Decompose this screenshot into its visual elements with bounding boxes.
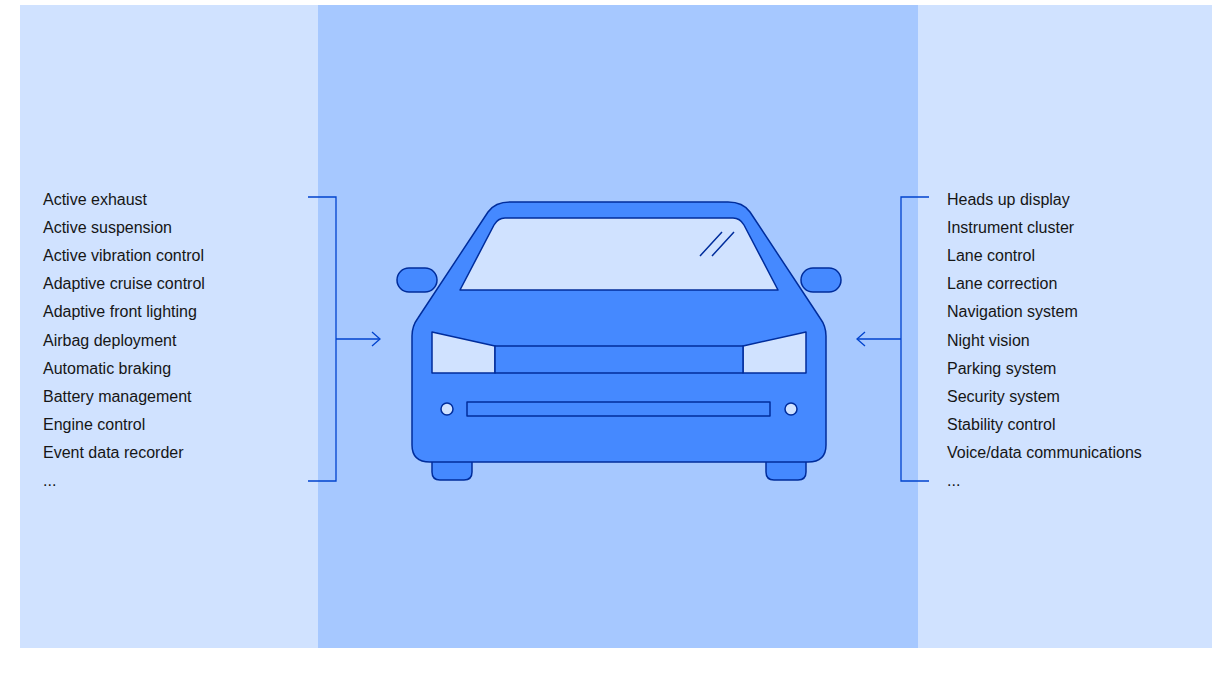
feature-label: Lane correction xyxy=(947,274,1057,294)
feature-label: Security system xyxy=(947,387,1060,407)
feature-label: Battery management xyxy=(43,387,192,407)
bracket-line xyxy=(901,197,929,481)
windshield xyxy=(460,218,778,290)
left-bracket xyxy=(308,197,380,481)
feature-label: Lane control xyxy=(947,246,1035,266)
feature-label: Event data recorder xyxy=(43,443,184,463)
feature-label: Parking system xyxy=(947,359,1056,379)
arrow-line xyxy=(857,338,901,339)
feature-label: Voice/data communications xyxy=(947,443,1142,463)
feature-label: Night vision xyxy=(947,331,1030,351)
car-body xyxy=(412,202,826,462)
feature-label: Adaptive front lighting xyxy=(43,302,197,322)
right-bracket xyxy=(857,197,929,481)
arrow-line xyxy=(336,338,380,339)
bracket-line xyxy=(308,197,336,481)
arrow-head xyxy=(372,332,380,346)
feature-label: Stability control xyxy=(947,415,1056,435)
feature-label: Automatic braking xyxy=(43,359,171,379)
glare xyxy=(700,232,734,256)
car xyxy=(397,202,841,480)
headlight xyxy=(743,332,806,373)
feature-label: Active suspension xyxy=(43,218,172,238)
left-panel xyxy=(20,5,318,648)
fog-light xyxy=(441,403,453,415)
mirror xyxy=(801,268,841,292)
mirror xyxy=(397,268,437,292)
feature-label: Active vibration control xyxy=(43,246,204,266)
center-panel xyxy=(318,5,918,648)
grille xyxy=(495,346,743,373)
feature-label: ... xyxy=(43,471,56,491)
fog-light xyxy=(785,403,797,415)
feature-label: Instrument cluster xyxy=(947,218,1074,238)
feature-label: Active exhaust xyxy=(43,190,147,210)
feature-label: Airbag deployment xyxy=(43,331,176,351)
feature-label: ... xyxy=(947,471,960,491)
arrow-head xyxy=(857,332,865,346)
right-panel xyxy=(918,5,1212,648)
headlight xyxy=(432,332,495,373)
bumper-bar xyxy=(467,402,770,416)
feature-label: Engine control xyxy=(43,415,145,435)
feature-label: Adaptive cruise control xyxy=(43,274,205,294)
feature-label: Navigation system xyxy=(947,302,1078,322)
feature-label: Heads up display xyxy=(947,190,1070,210)
